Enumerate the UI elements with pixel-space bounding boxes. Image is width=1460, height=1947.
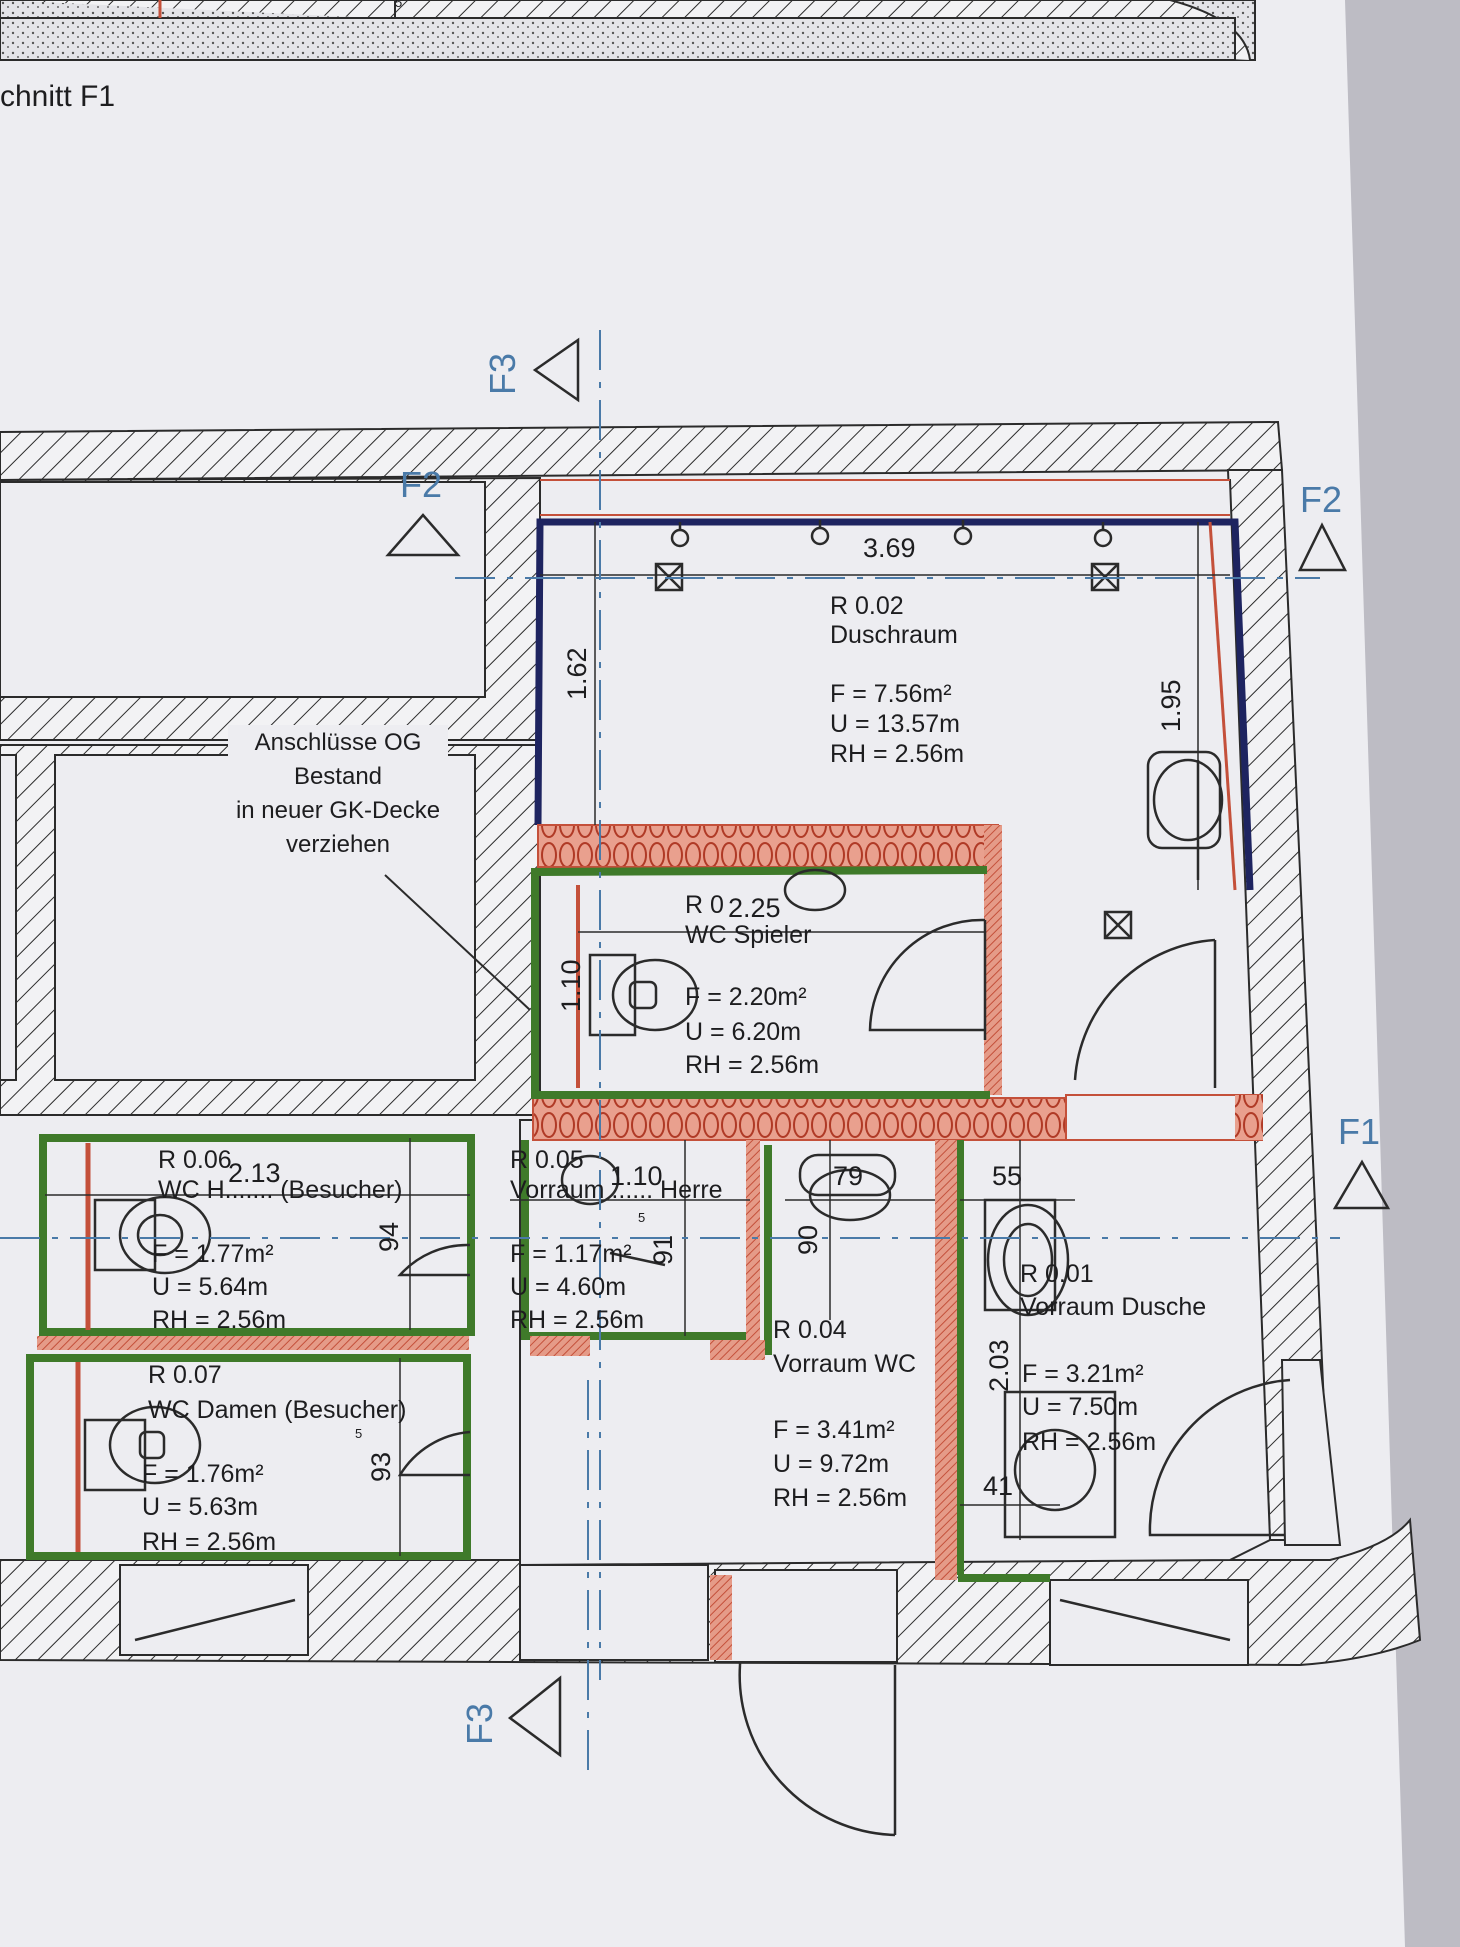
- room-name: WC Damen (Besucher): [148, 1396, 406, 1424]
- room-vorraum-dusche: R 0.01 Vorraum Dusche F = 3.21m² U = 7.5…: [1020, 1260, 1206, 1456]
- room-area: F = 1.76m²: [142, 1460, 264, 1488]
- toilet-icons: [83, 868, 1070, 1492]
- room-number: R 0.02: [830, 592, 904, 620]
- door-swing-icons: [397, 918, 1291, 1837]
- room-name: Duschraum: [830, 621, 958, 649]
- room-area: F = 7.56m²: [830, 680, 952, 708]
- annotation-note: Anschlüsse OG Bestand in neuer GK-Decke …: [228, 725, 531, 1011]
- room-area: F = 1.77m²: [152, 1240, 274, 1268]
- dim-5-b: 5: [355, 1426, 362, 1441]
- dim-213: 2.13: [228, 1158, 281, 1188]
- insulation-wall-corner: [1235, 1095, 1263, 1140]
- dimension-labels: 3.69 1.62 1.95 2.25 1.10 2.13 1.10 79 55…: [228, 0, 1186, 1501]
- room-number: R 0.06: [158, 1146, 232, 1174]
- room-wc-spieler: R 0 WC Spieler F = 2.20m² U = 6.20m RH =…: [685, 891, 819, 1079]
- dim-225: 2.25: [728, 893, 781, 923]
- section-f3-label-bottom: F3: [459, 1703, 500, 1745]
- section-f1-label: F1: [1338, 1111, 1380, 1152]
- dim-195: 1.95: [1156, 679, 1186, 732]
- dim-5-c: 5: [395, 0, 402, 10]
- dim-91: 91: [648, 1235, 678, 1265]
- washbasin-icon: [1146, 750, 1222, 850]
- red-wall-segment: [984, 825, 1002, 1095]
- room-name: WC Spieler: [685, 921, 811, 949]
- page-edge-shadow: [1330, 0, 1460, 1947]
- note-line-3: in neuer GK-Decke: [236, 797, 440, 824]
- room-height: RH = 2.56m: [830, 740, 964, 768]
- room-wc-herren: R 0.06 WC H....... (Besucher) F = 1.77m²…: [152, 1146, 402, 1334]
- axis-lines: [0, 330, 1340, 1770]
- room-height: RH = 2.56m: [510, 1306, 644, 1334]
- dim-369: 3.69: [863, 533, 916, 563]
- section-marker-f2-right: F2: [1297, 479, 1348, 572]
- room-number: R 0.04: [773, 1316, 847, 1344]
- section-f2-label-left: F2: [400, 464, 442, 505]
- room-number: R 0.07: [148, 1361, 222, 1389]
- note-line-2: Bestand: [294, 763, 382, 790]
- dim-79: 79: [833, 1161, 863, 1191]
- room-height: RH = 2.56m: [685, 1051, 819, 1079]
- dim-5-a: 5: [638, 1210, 645, 1225]
- room-number: R 0: [685, 891, 724, 919]
- room-perimeter: U = 9.72m: [773, 1450, 889, 1478]
- room-number: R 0.01: [1020, 1260, 1094, 1288]
- note-line-4: verziehen: [286, 831, 390, 858]
- room-perimeter: U = 7.50m: [1022, 1393, 1138, 1421]
- room-area: F = 2.20m²: [685, 983, 807, 1011]
- room-duschraum: R 0.02 Duschraum F = 7.56m² U = 13.57m R…: [830, 592, 964, 768]
- basin-cabinet-icon: [1003, 1390, 1117, 1539]
- duschraum-outline: [534, 479, 1254, 891]
- section-title: chnitt F1: [0, 80, 115, 113]
- previous-section-strip: [0, 0, 1256, 61]
- room-name: WC H....... (Besucher): [158, 1176, 402, 1204]
- dim-90: 90: [793, 1225, 823, 1255]
- room-height: RH = 2.56m: [1022, 1428, 1156, 1456]
- note-line-1: Anschlüsse OG: [255, 729, 422, 756]
- dim-162: 1.62: [562, 647, 592, 700]
- door-opening: [1065, 1094, 1263, 1141]
- dim-93: 93: [366, 1452, 396, 1482]
- insulation-wall-lower: [532, 1097, 1069, 1141]
- room-name: Vorraum Dusche: [1020, 1293, 1206, 1321]
- room-number: R 0.05: [510, 1146, 584, 1174]
- room-perimeter: U = 13.57m: [830, 710, 960, 738]
- ceiling-lamp-icons: [670, 520, 1113, 548]
- section-marker-f1: F1: [1332, 1111, 1391, 1210]
- dim-110-vertical: 1.10: [556, 959, 586, 1012]
- room-area: F = 3.41m²: [773, 1416, 895, 1444]
- dim-110-horizontal: 1.10: [610, 1161, 663, 1191]
- room-vorraum-herren: R 0.05 Vorraum ...... Herre F = 1.17m² U…: [510, 1146, 723, 1334]
- room-wc-damen: R 0.07 WC Damen (Besucher) F = 1.76m² U …: [142, 1361, 406, 1556]
- room-area: F = 3.21m²: [1022, 1360, 1144, 1388]
- section-marker-f3-bottom: F3: [459, 1675, 562, 1758]
- room-perimeter: U = 6.20m: [685, 1018, 801, 1046]
- room-height: RH = 2.56m: [142, 1528, 276, 1556]
- outer-walls: [0, 420, 1422, 1667]
- section-f3-label-top: F3: [482, 353, 523, 395]
- room-area: F = 1.17m²: [510, 1240, 632, 1268]
- room-name: Vorraum ...... Herre: [510, 1176, 723, 1204]
- red-partitions: [37, 885, 957, 1660]
- dimension-lines: [45, 522, 1230, 1556]
- dim-41: 41: [983, 1471, 1013, 1501]
- dim-94: 94: [374, 1222, 404, 1252]
- room-vorraum-wc: R 0.04 Vorraum WC F = 3.41m² U = 9.72m R…: [773, 1316, 916, 1512]
- section-marker-f2-left: F2: [385, 464, 461, 557]
- room-perimeter: U = 5.64m: [152, 1273, 268, 1301]
- dim-203: 2.03: [984, 1339, 1014, 1392]
- room-height: RH = 2.56m: [773, 1484, 907, 1512]
- room-name: Vorraum WC: [773, 1350, 916, 1378]
- insulation-wall-upper: [537, 824, 999, 868]
- room-perimeter: U = 5.63m: [142, 1493, 258, 1521]
- room-perimeter: U = 4.60m: [510, 1273, 626, 1301]
- dim-55: 55: [992, 1161, 1022, 1191]
- fixtures: [83, 520, 1291, 1837]
- room-height: RH = 2.56m: [152, 1306, 286, 1334]
- section-f2-label-right: F2: [1300, 479, 1342, 520]
- section-marker-f3-top: F3: [482, 337, 580, 403]
